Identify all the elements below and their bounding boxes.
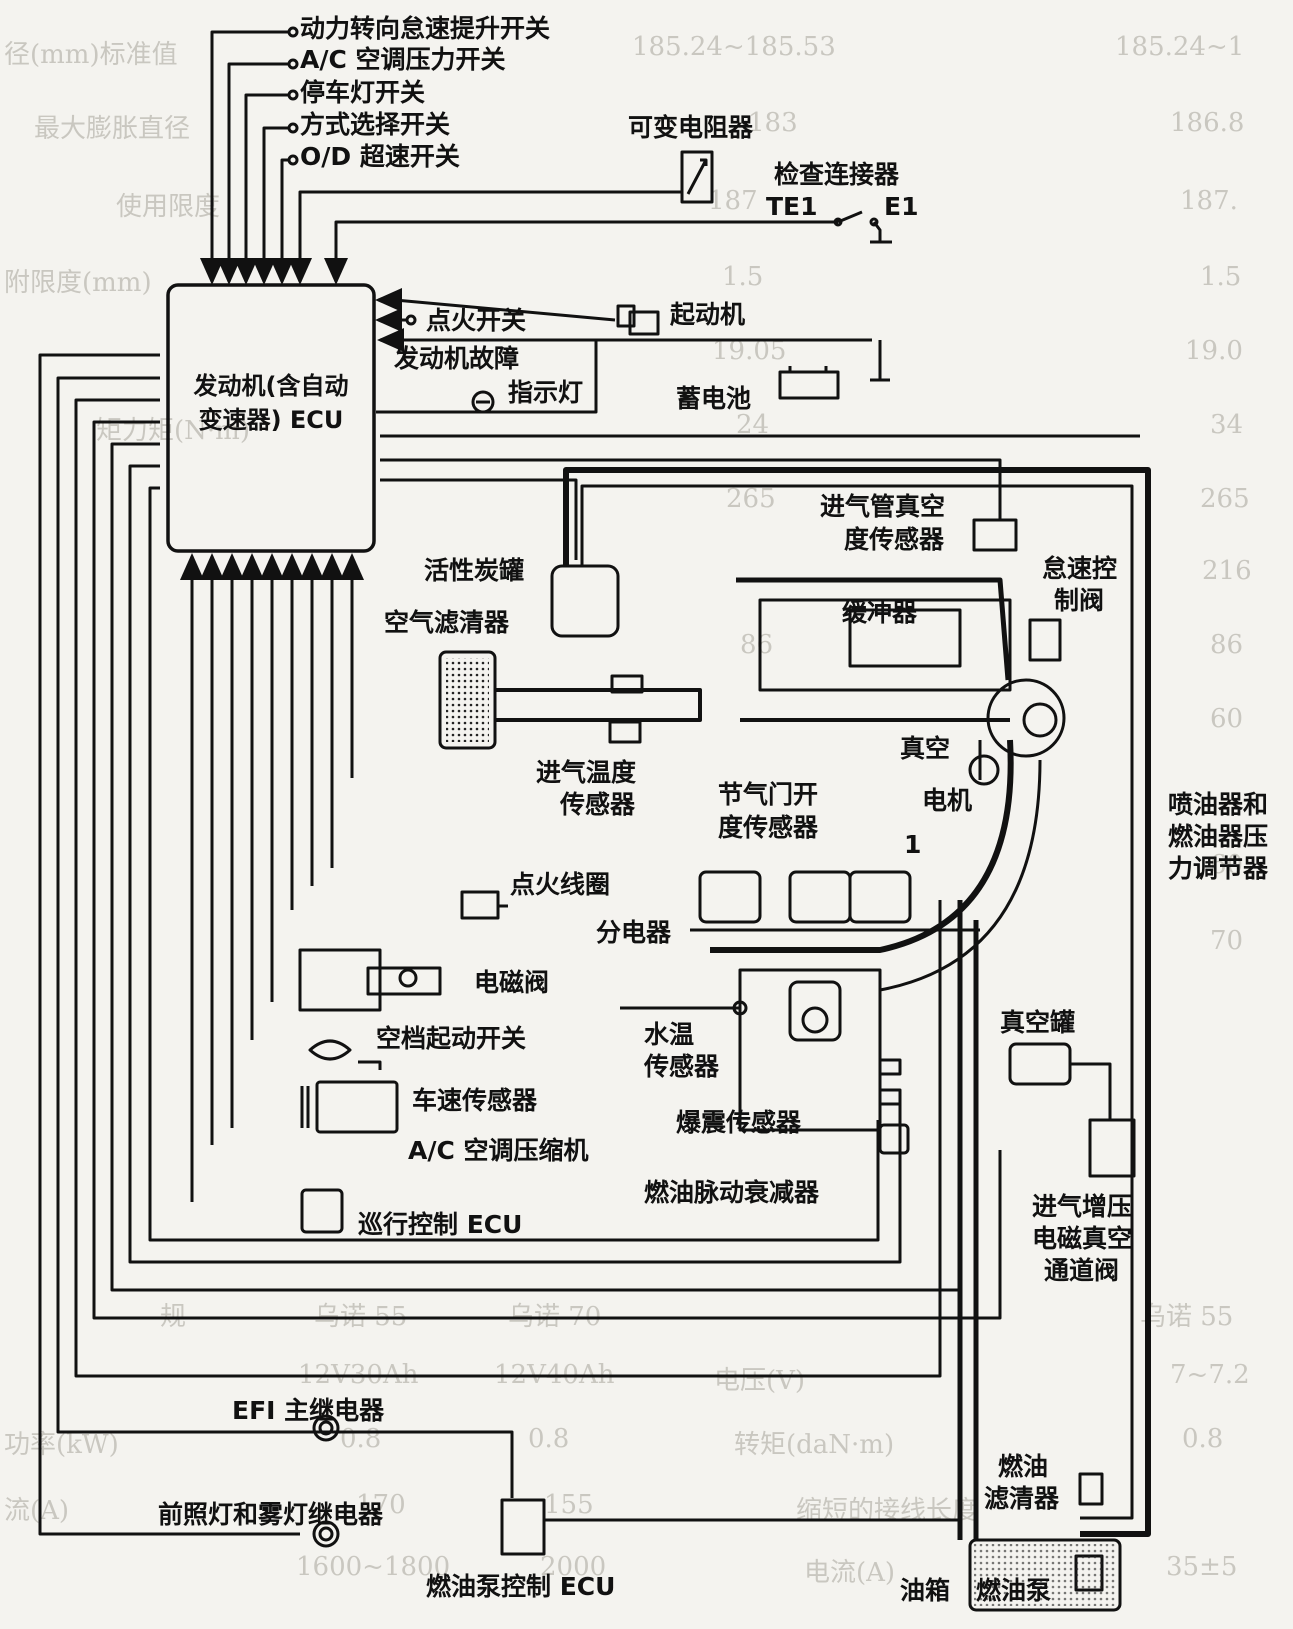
label-injector-2: 燃油器压 [1168,822,1269,851]
label-indicator-lamp: 指示灯 [508,378,584,407]
bg-cell: 265 [726,484,776,514]
label-ps-idle-switch: 动力转向怠速提升开关 [300,14,551,43]
bg-cell: 最大膨胀直径 [34,114,191,144]
label-neutral-start-switch: 空档起动开关 [376,1024,527,1053]
label-injector-3: 力调节器 [1168,854,1269,883]
label-water-temp-2: 传感器 [644,1052,720,1081]
bg-cell: 70 [1210,926,1244,956]
label-turbo-vsv-3: 通道阀 [1044,1256,1120,1285]
label-check-connector: 检查连接器 [774,160,900,189]
label-ignition-coil: 点火线圈 [510,870,611,899]
bg-cell: 1.5 [1200,262,1242,292]
label-injector-1: 喷油器和 [1168,790,1269,819]
label-isc-valve-1: 怠速控 [1042,554,1118,583]
label-solenoid-valve: 电磁阀 [474,968,550,997]
label-map-sensor-2: 度传感器 [844,525,945,554]
label-te1: TE1 [766,192,818,221]
bg-cell: 265 [1200,484,1250,514]
bg-cell: 乌诺 55 [1140,1302,1234,1332]
bg-cell: 转矩(daN·m) [734,1430,895,1460]
label-air-cleaner: 空气滤清器 [384,608,510,637]
bg-cell: 7~7.2 [1170,1360,1250,1390]
label-motor: 电机 [922,786,973,815]
label-map-sensor-1: 进气管真空 [820,492,946,521]
label-fuel-pump-ecu: 燃油泵控制 ECU [426,1572,616,1601]
label-fuel-filter-2: 滤清器 [984,1484,1060,1513]
label-damper: 缓冲器 [842,598,918,627]
label-charcoal-canister: 活性炭罐 [424,556,525,585]
label-battery: 蓄电池 [676,384,752,413]
bg-cell: 187. [1180,186,1238,216]
label-intake-temp-1: 进气温度 [536,758,637,787]
bg-cell: 2000 [540,1552,607,1582]
bg-cell: 60 [1210,850,1244,880]
bg-cell: 216 [1202,556,1252,586]
bg-cell: 60 [1210,704,1244,734]
bg-cell: 170 [356,1490,406,1520]
bg-cell: 86 [1210,630,1244,660]
bg-cell: 187 [708,186,758,216]
bg-cell: 186.8 [1170,108,1245,138]
label-ac-pressure-switch: A/C 空调压力开关 [300,45,506,74]
bg-cell: 电流(A) [804,1558,896,1588]
bg-cell: 使用限度 [116,192,221,222]
ecu-box [166,283,376,553]
label-water-temp-1: 水温 [644,1020,695,1049]
ecu-label-line2: 变速器) ECU [198,406,344,434]
label-stop-lamp-switch: 停车灯开关 [300,78,426,107]
label-isc-valve-2: 制阀 [1054,586,1105,615]
label-intake-temp-2: 传感器 [560,790,636,819]
label-ignition-switch: 点火开关 [426,306,527,335]
bg-cell: 185.24~1 [1115,32,1245,62]
label-speed-sensor: 车速传感器 [412,1086,538,1115]
bg-cell: 电压(V) [714,1366,806,1396]
label-mode-select-switch: 方式选择开关 [300,110,451,139]
label-efi-main-relay: EFI 主继电器 [232,1396,385,1425]
label-variable-resistor: 可变电阻器 [628,113,754,142]
label-fuel-tank: 油箱 [900,1576,951,1605]
bg-cell: 附限度(mm) [4,268,152,298]
label-turbo-vsv-1: 进气增压 [1032,1192,1133,1221]
bg-cell: 19.0 [1185,336,1243,366]
bg-cell: 0.8 [340,1424,382,1454]
label-e1: E1 [884,192,919,221]
bg-cell: 34 [1210,410,1244,440]
bg-cell: 0.8 [1182,1424,1224,1454]
label-od-switch: O/D 超速开关 [300,142,460,171]
label-vacuum: 真空 [900,734,951,763]
label-knock-sensor: 爆震传感器 [676,1108,802,1137]
bg-cell: 径(mm)标准值 [4,40,178,70]
bg-cell: 功率(kW) [4,1430,119,1460]
label-cruise-ecu: 巡行控制 ECU [358,1210,523,1239]
label-fuel-pulsation-damper: 燃油脉动衰减器 [644,1178,820,1207]
bg-cell: 86 [740,630,774,660]
bg-cell: 流(A) [4,1496,70,1526]
label-engine-fault: 发动机故障 [394,344,520,373]
bg-cell: 35±5 [1166,1552,1238,1582]
label-marker-1: 1 [904,830,922,859]
label-fuel-filter-1: 燃油 [998,1452,1049,1481]
bg-cell: 0.8 [528,1424,570,1454]
bg-cell: 185.24~185.53 [632,32,836,62]
ecu-label-line1: 发动机(含自动 [193,372,349,400]
label-vacuum-tank: 真空罐 [1000,1008,1076,1037]
bg-cell: 183 [748,108,798,138]
label-fuel-pump: 燃油泵 [976,1576,1052,1605]
label-distributor: 分电器 [596,918,672,947]
label-starter: 起动机 [670,300,746,329]
label-throttle-sensor-2: 度传感器 [718,813,819,842]
bg-cell: 1600~1800 [296,1552,451,1582]
label-throttle-sensor-1: 节气门开 [718,780,819,809]
label-headlight-relay: 前照灯和雾灯继电器 [158,1500,384,1529]
label-turbo-vsv-2: 电磁真空 [1032,1224,1133,1253]
bg-cell: 155 [544,1490,594,1520]
label-ac-compressor: A/C 空调压缩机 [408,1136,589,1165]
bg-cell: 1.5 [722,262,764,292]
